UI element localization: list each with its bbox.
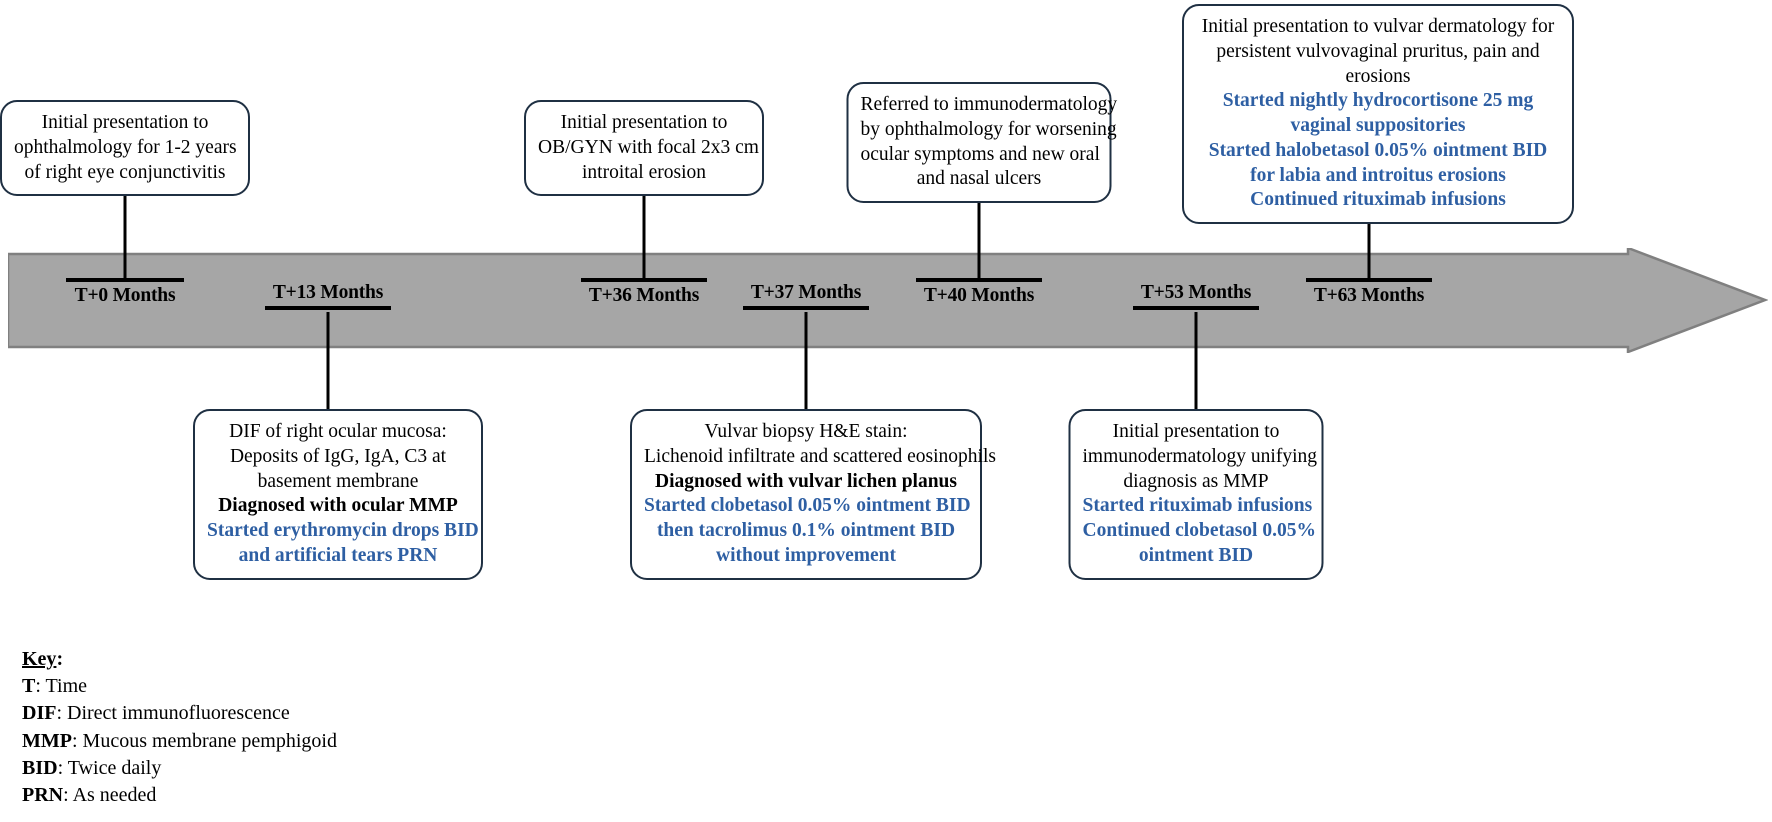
tick-rule	[581, 278, 707, 282]
event-box-t63[interactable]: Initial presentation to vulvar dermatolo…	[1182, 4, 1574, 224]
event-line: Initial presentation to vulvar dermatolo…	[1201, 16, 1555, 37]
key-abbr: T	[22, 675, 36, 698]
event-line: Continued rituximab infusions	[1250, 189, 1506, 211]
tick-t53: T+53 Months	[1133, 282, 1259, 310]
key-title-colon: :	[56, 648, 64, 670]
event-box-t53[interactable]: Initial presentation to immunodermatology…	[1068, 409, 1324, 580]
stem-t40	[977, 196, 981, 282]
key-definition: Time	[45, 675, 88, 698]
event-line: ophthalmology for 1-2 years	[14, 136, 237, 158]
key-entry-bid: BID: Twice daily	[22, 756, 162, 779]
event-line: basement membrane	[257, 470, 419, 492]
tick-t63: T+63 Months	[1306, 278, 1432, 306]
event-line: DIF of right ocular mucosa:	[229, 421, 447, 442]
key-entry-dif: DIF: Direct immunofluorescence	[22, 702, 290, 725]
tick-t0: T+0 Months	[66, 278, 184, 306]
event-line: Started halobetasol 0.05% ointment BID	[1208, 139, 1548, 161]
event-box-t37[interactable]: Vulvar biopsy H&E stain: Lichenoid infilt…	[630, 409, 996, 580]
tick-label: T+37 Months	[750, 282, 862, 303]
key-title-text: Key	[22, 648, 57, 670]
stem-t63	[1367, 196, 1371, 282]
event-box-t0[interactable]: Initial presentation to ophthalmology for…	[0, 100, 250, 197]
event-line: diagnosis as MMP	[1123, 470, 1269, 492]
tick-t40: T+40 Months	[916, 278, 1042, 306]
event-line: erosions	[1345, 65, 1411, 87]
event-line: Diagnosed with ocular MMP	[218, 495, 458, 517]
stem-t0	[123, 196, 127, 282]
event-line: by ophthalmology for worsening	[860, 118, 1117, 140]
event-line: Started nightly hydrocortisone 25 mg	[1222, 90, 1534, 112]
tick-rule	[1306, 278, 1432, 282]
event-line: ointment BID	[1138, 544, 1254, 566]
tick-label: T+0 Months	[74, 284, 176, 306]
key-entry-prn: PRN: As needed	[22, 783, 157, 806]
event-line: and nasal ulcers	[916, 168, 1042, 190]
event-line: and artificial tears PRN	[238, 544, 438, 566]
event-line: ocular symptoms and new oral	[860, 143, 1100, 165]
tick-label: T+40 Months	[923, 284, 1035, 306]
event-line: vaginal suppositories	[1290, 115, 1466, 136]
event-box-t13[interactable]: DIF of right ocular mucosa: Deposits of I…	[193, 409, 483, 580]
tick-label: T+63 Months	[1313, 284, 1425, 306]
event-box-t40[interactable]: Referred to immunodermatology by ophthalm…	[846, 82, 1118, 203]
tick-t36: T+36 Months	[581, 278, 707, 306]
event-line: Started erythromycin drops BID	[207, 520, 479, 541]
key-abbr: BID	[22, 756, 58, 779]
key-entry-t: T: Time	[22, 675, 88, 698]
event-line: Initial presentation to	[1112, 421, 1280, 442]
event-line: Vulvar biopsy H&E stain:	[704, 421, 908, 442]
tick-t13: T+13 Months	[265, 282, 391, 310]
tick-label: T+53 Months	[1140, 282, 1252, 303]
event-line: Started clobetasol 0.05% ointment BID	[644, 495, 971, 517]
tick-rule	[66, 278, 184, 282]
event-line: Diagnosed with vulvar lichen planus	[655, 470, 957, 492]
event-line: of right eye conjunctivitis	[24, 161, 226, 183]
key-definition: Mucous membrane pemphigoid	[82, 729, 337, 752]
event-line: without improvement	[715, 544, 896, 566]
event-line: introital erosion	[581, 161, 707, 183]
event-line: immunodermatology unifying	[1082, 445, 1318, 467]
stem-t53	[1194, 312, 1198, 410]
tick-t37: T+37 Months	[743, 282, 869, 310]
key-definition: Twice daily	[67, 756, 162, 779]
key-abbr: DIF	[22, 702, 57, 725]
event-line: Continued clobetasol 0.05%	[1082, 520, 1316, 541]
tick-rule	[916, 278, 1042, 282]
tick-label: T+36 Months	[588, 284, 700, 306]
event-line: Started rituximab infusions	[1082, 495, 1313, 517]
event-line: Initial presentation to	[41, 112, 209, 133]
key-abbr: MMP	[22, 729, 72, 752]
event-line: Deposits of IgG, IgA, C3 at	[229, 445, 447, 467]
timeline-arrow	[8, 248, 1768, 353]
tick-rule	[743, 306, 869, 310]
event-line: for labia and introitus erosions	[1250, 164, 1506, 186]
key-legend: Key: T: Time DIF: Direct immunofluoresce…	[22, 646, 337, 809]
stem-t37	[804, 312, 808, 410]
key-definition: Direct immunofluorescence	[67, 702, 290, 725]
tick-rule	[1133, 306, 1259, 310]
key-title: Key:	[22, 646, 337, 673]
tick-label: T+13 Months	[272, 282, 384, 303]
event-line: Initial presentation to	[560, 112, 728, 133]
event-line: Referred to immunodermatology	[860, 94, 1118, 115]
stem-t13	[326, 312, 330, 410]
key-entry-mmp: MMP: Mucous membrane pemphigoid	[22, 729, 337, 752]
key-abbr: PRN	[22, 783, 64, 806]
event-line: Lichenoid infiltrate and scattered eosin…	[644, 445, 996, 467]
event-line: then tacrolimus 0.1% ointment BID	[656, 520, 956, 541]
event-line: persistent vulvovaginal pruritus, pain a…	[1216, 40, 1540, 62]
event-line: OB/GYN with focal 2x3 cm	[538, 136, 759, 158]
stem-t36	[642, 196, 646, 282]
key-definition: As needed	[72, 783, 157, 806]
event-box-t36[interactable]: Initial presentation to OB/GYN with focal…	[524, 100, 764, 197]
tick-rule	[265, 306, 391, 310]
